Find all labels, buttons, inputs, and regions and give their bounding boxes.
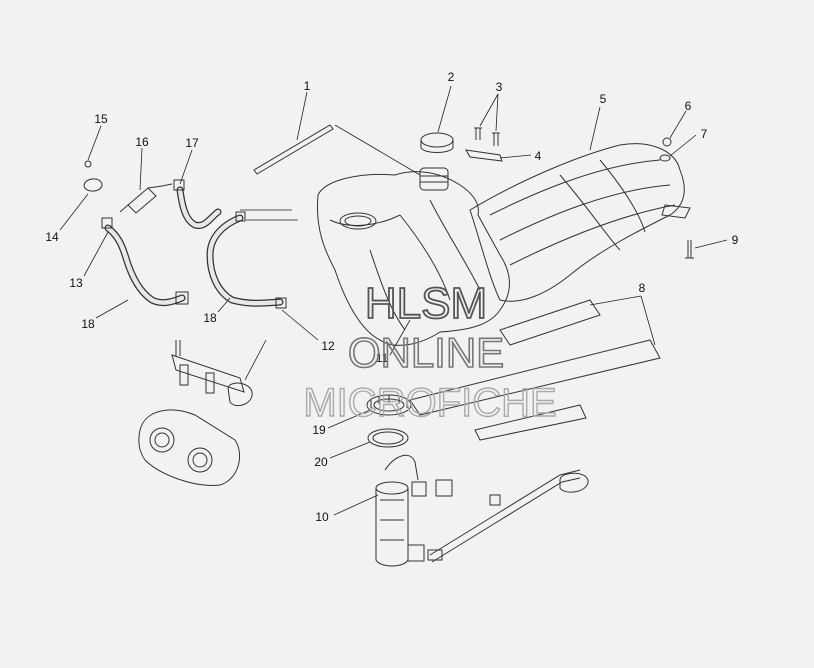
callout-2: 2 xyxy=(448,70,455,84)
callout-19: 19 xyxy=(312,423,326,437)
part-throttle-body xyxy=(138,409,240,486)
part-fuel-pump xyxy=(375,454,589,567)
part-o-ring xyxy=(367,428,409,448)
callout-18-middle: 18 xyxy=(203,311,217,325)
watermark-line1: HLSM xyxy=(365,279,487,328)
callout-8: 8 xyxy=(639,281,646,295)
callout-12: 12 xyxy=(321,339,335,353)
callout-10: 10 xyxy=(315,510,329,524)
part-fuel-rail xyxy=(171,340,253,407)
callout-18-left: 18 xyxy=(81,317,95,331)
callout-9: 9 xyxy=(732,233,739,247)
part-washer xyxy=(659,154,671,162)
part-seat xyxy=(469,143,691,302)
part-bolt xyxy=(685,240,694,259)
callout-5: 5 xyxy=(600,92,607,106)
watermark-line2: ONLINE xyxy=(348,329,504,376)
callout-6: 6 xyxy=(685,99,692,113)
part-rubber-cap xyxy=(83,178,103,192)
callout-11: 11 xyxy=(376,351,389,365)
part-screws xyxy=(474,127,500,146)
watermark: HLSM ONLINE MICROFICHE xyxy=(303,278,558,426)
callout-14: 14 xyxy=(45,230,59,244)
callout-15: 15 xyxy=(94,112,108,126)
watermark-line3: MICROFICHE xyxy=(303,381,556,425)
callout-4: 4 xyxy=(535,149,542,163)
part-panels xyxy=(409,299,661,441)
part-clip xyxy=(84,160,92,168)
part-bracket xyxy=(465,149,503,162)
leader-lines xyxy=(59,85,728,516)
part-fuel-cap xyxy=(420,132,454,153)
callout-labels: 1 2 3 4 5 6 7 8 9 10 11 12 13 14 15 16 1… xyxy=(45,70,738,524)
part-fuel-hose-left xyxy=(101,217,189,307)
callout-13: 13 xyxy=(69,276,83,290)
part-fuel-hose-middle xyxy=(173,179,287,309)
callout-3: 3 xyxy=(496,80,503,94)
callout-1: 1 xyxy=(304,79,311,93)
callout-20: 20 xyxy=(314,455,328,469)
callout-16: 16 xyxy=(135,135,149,149)
part-nut xyxy=(662,137,672,147)
part-vent-rod xyxy=(253,124,334,175)
callout-7: 7 xyxy=(701,127,708,141)
part-lock-ring xyxy=(366,394,412,416)
part-fuel-tank xyxy=(316,167,510,346)
callout-17: 17 xyxy=(185,136,199,150)
part-fuel-filter xyxy=(119,183,173,214)
